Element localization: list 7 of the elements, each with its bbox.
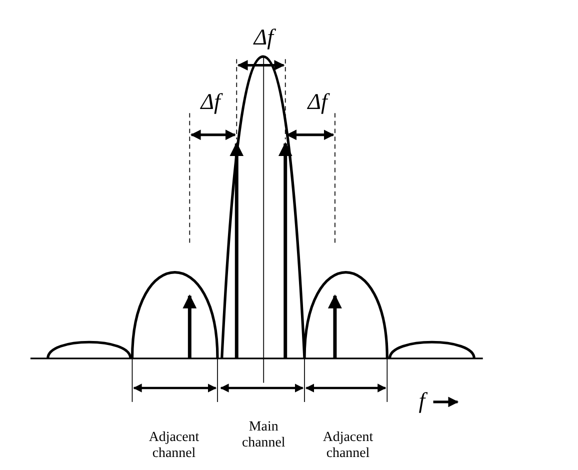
delta-label: Δf xyxy=(293,88,342,115)
delta-label: Δf xyxy=(239,24,288,50)
axis-label: f xyxy=(418,388,428,414)
channel-label: Main channel xyxy=(240,419,286,452)
delta-label: Δf xyxy=(186,88,235,115)
channel-label: Adjacent channel xyxy=(148,430,200,462)
channel-label: Adjacent channel xyxy=(322,430,374,462)
